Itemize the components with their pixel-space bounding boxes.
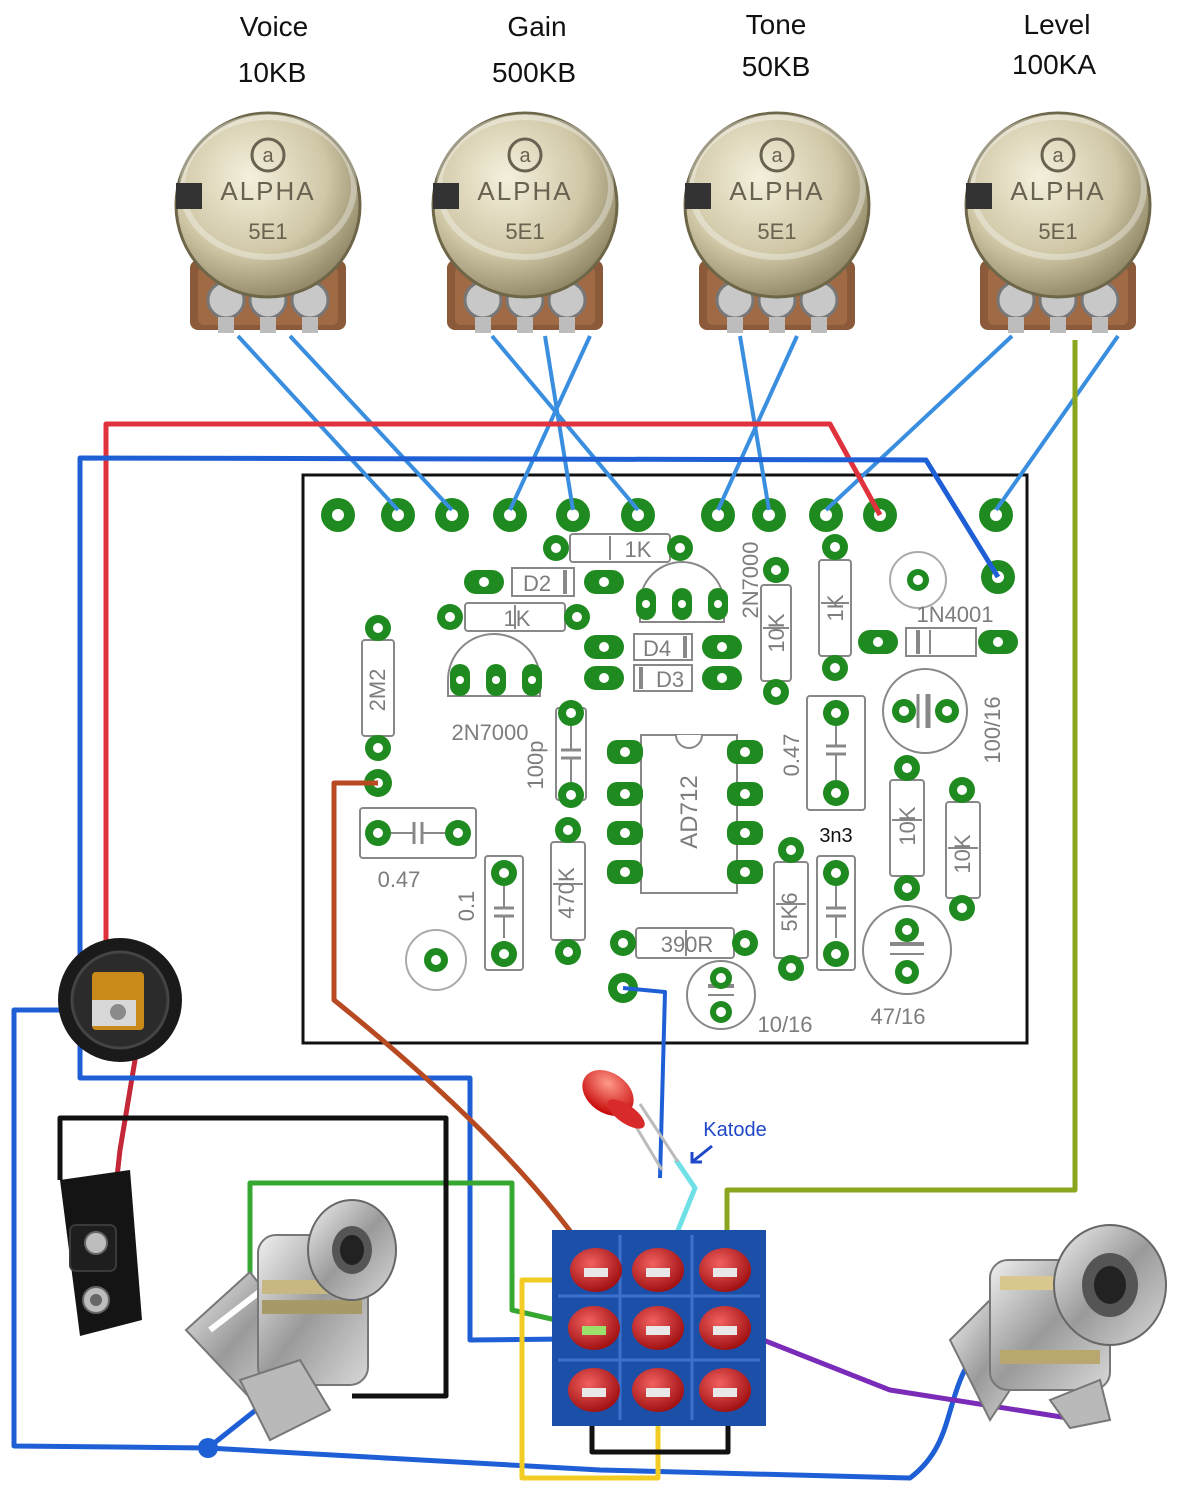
pot-voice: a ALPHA 5E1 — [174, 111, 362, 333]
capacitor-10-16: 10/16 — [686, 960, 813, 1037]
svg-text:D2: D2 — [523, 571, 551, 596]
diode-1n4001: 1N4001 — [858, 551, 1018, 657]
capacitor-3n3: 3n3 — [816, 825, 856, 971]
svg-text:2N7000: 2N7000 — [451, 720, 528, 745]
ic-ad712: AD712 — [607, 734, 763, 894]
svg-text:1K: 1K — [823, 594, 848, 621]
pot-gain-name: Gain — [507, 11, 566, 42]
wire-yellow — [519, 1277, 661, 1481]
svg-text:D3: D3 — [656, 667, 684, 692]
diode-d4: D4 — [584, 633, 742, 661]
katode-arrow-icon — [691, 1144, 713, 1164]
svg-text:0.1: 0.1 — [454, 891, 479, 922]
svg-text:10K: 10K — [895, 806, 920, 845]
resistor-5k6: 5K6 — [773, 837, 809, 981]
svg-text:390R: 390R — [661, 932, 714, 957]
pot-voice-value: 10KB — [238, 57, 307, 88]
resistor-10k-vertical-2: 10K — [889, 755, 925, 901]
pot-tone: a ALPHA 5E1 — [683, 111, 871, 333]
capacitor-100-16: 100/16 — [882, 668, 1005, 764]
pot-gain-logo: ALPHA — [477, 176, 572, 206]
dc-power-jack — [58, 938, 182, 1062]
svg-text:2M2: 2M2 — [365, 669, 390, 712]
resistor-10k-vertical-1: 10K — [760, 557, 792, 705]
footswitch-3pdt — [552, 1230, 766, 1426]
capacitor-100p: 100p — [523, 700, 587, 808]
svg-text:1K: 1K — [504, 606, 531, 631]
resistor-470k: 470K — [550, 817, 586, 965]
capacitor-01: 0.1 — [454, 855, 524, 971]
svg-text:a: a — [771, 145, 783, 167]
wire-blue-top — [77, 455, 1001, 1010]
svg-text:AD712: AD712 — [676, 775, 703, 848]
pot-level-logo: ALPHA — [1010, 176, 1105, 206]
output-jack — [948, 1224, 1167, 1430]
pot-voice-code: 5E1 — [248, 219, 287, 244]
wire-black-battery — [57, 1115, 449, 1399]
svg-text:0.47: 0.47 — [378, 867, 421, 892]
pot-tone-code: 5E1 — [757, 219, 796, 244]
pot-gain-code: 5E1 — [505, 219, 544, 244]
svg-text:470K: 470K — [554, 867, 579, 919]
pot-level-name: Level — [1024, 9, 1091, 40]
junction-dot-ground — [198, 1438, 218, 1458]
svg-text:0.47: 0.47 — [779, 734, 804, 777]
transistor-2n7000-lower: 2N7000 — [447, 633, 542, 745]
diode-d3: D3 — [584, 664, 742, 692]
svg-text:1N4001: 1N4001 — [916, 602, 993, 627]
pot-tone-logo: ALPHA — [729, 176, 824, 206]
led — [582, 1070, 680, 1171]
capacitor-047-horizontal: 0.47 — [359, 807, 477, 892]
resistor-1k-vertical: 1K — [818, 534, 852, 681]
transistor-2n7000-upper: 2N7000 — [636, 541, 763, 623]
pot-level-code: 5E1 — [1038, 219, 1077, 244]
resistor-390r: 390R — [610, 927, 758, 959]
pot-gain-value: 500KB — [492, 57, 576, 88]
pcb-top-pads — [321, 498, 1015, 594]
wire-purple — [724, 1322, 1069, 1421]
pot-tone-value: 50KB — [742, 51, 811, 82]
svg-text:47/16: 47/16 — [870, 1004, 925, 1029]
capacitor-047-vertical: 0.47 — [779, 695, 866, 811]
pot-level: a ALPHA 5E1 — [964, 111, 1152, 333]
pot-labels: Voice 10KB Gain 500KB Tone 50KB Level 10… — [238, 9, 1097, 88]
svg-text:3n3: 3n3 — [819, 825, 852, 847]
capacitor-47-16: 47/16 — [862, 905, 952, 1029]
resistor-1k-top: 1K — [543, 533, 693, 563]
svg-text:100p: 100p — [523, 741, 548, 790]
switch-lugs — [568, 1248, 751, 1412]
wire-red — [103, 421, 883, 990]
svg-text:10K: 10K — [764, 613, 789, 652]
svg-text:1K: 1K — [625, 537, 652, 562]
input-jack — [184, 1199, 397, 1442]
pot-voice-name: Voice — [240, 11, 309, 42]
wire-green — [247, 1180, 579, 1328]
pot-level-value: 100KA — [1012, 49, 1096, 80]
battery-clip — [60, 1170, 142, 1336]
katode-annotation: Katode — [690, 1119, 767, 1164]
svg-text:10/16: 10/16 — [757, 1012, 812, 1037]
svg-text:100/16: 100/16 — [980, 696, 1005, 763]
diode-d2: D2 — [464, 567, 624, 597]
pot-tone-name: Tone — [746, 9, 807, 40]
resistor-2m2: 2M2 — [361, 615, 395, 797]
svg-text:2N7000: 2N7000 — [738, 541, 763, 618]
pcb-board: 1K D2 1K 2N7000 — [301, 473, 1029, 1045]
svg-text:10K: 10K — [950, 834, 975, 873]
svg-text:a: a — [1052, 145, 1064, 167]
pot-voice-logo: ALPHA — [220, 176, 315, 206]
svg-text:D4: D4 — [643, 636, 671, 661]
resistor-10k-vertical-3: 10K — [945, 777, 981, 921]
svg-text:5K6: 5K6 — [777, 892, 802, 931]
wire-blue-led — [622, 986, 667, 1179]
svg-text:a: a — [262, 145, 274, 167]
wire-blue-mid — [77, 1010, 661, 1343]
mounting-hole — [405, 929, 467, 991]
resistor-1k-mid: 1K — [437, 602, 590, 632]
katode-label: Katode — [703, 1119, 766, 1141]
pot-gain: a ALPHA 5E1 — [431, 111, 619, 333]
svg-text:a: a — [519, 145, 531, 167]
wire-blue-ground — [11, 1007, 302, 1451]
